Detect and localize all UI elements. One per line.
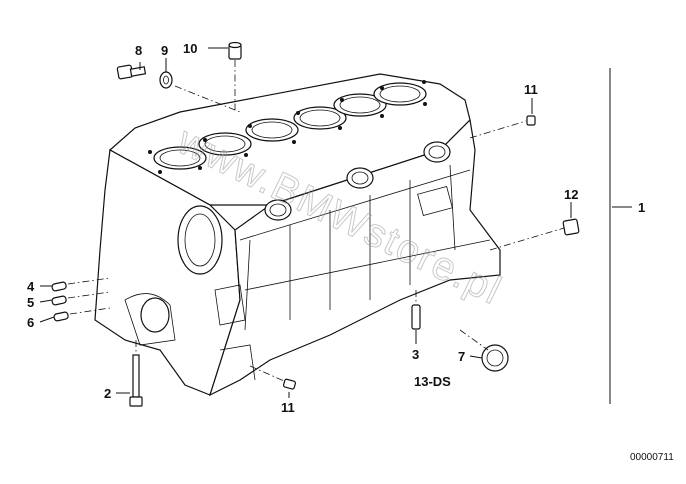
engine-block <box>94 73 501 397</box>
callout-11-lower: 11 <box>281 400 295 415</box>
drawing-code: 00000711 <box>630 452 674 463</box>
callout-12: 12 <box>564 187 578 202</box>
cylinder-bores <box>153 82 427 170</box>
pin-part-3 <box>411 304 421 330</box>
plugs-parts-4-5-6 <box>51 281 69 322</box>
dowel-pin-part-11-lower <box>282 378 296 390</box>
callout-9: 9 <box>161 43 168 58</box>
front-face-details <box>124 205 256 381</box>
sleeve-part-12 <box>562 218 580 236</box>
callout-11-upper: 11 <box>524 82 538 97</box>
callout-10: 10 <box>183 41 197 56</box>
callout-4: 4 <box>27 279 35 294</box>
bolt-part-8 <box>116 64 147 80</box>
callout-2: 2 <box>104 386 111 401</box>
leader-lines <box>39 47 632 404</box>
callout-7: 7 <box>458 349 465 364</box>
callout-3: 3 <box>412 347 419 362</box>
dowel-sleeve-part-10 <box>228 41 242 60</box>
dowel-pin-part-11-upper <box>526 115 536 126</box>
callout-1: 1 <box>638 200 645 215</box>
sealing-ring-part-9 <box>159 71 173 89</box>
shaft-seal-part-7 <box>481 344 509 372</box>
deck-bolt-holes <box>148 80 427 174</box>
bolt-part-2 <box>129 354 143 407</box>
callout-6: 6 <box>27 315 34 330</box>
variant-label: 13-DS <box>414 374 451 389</box>
callout-labels: 8 9 10 11 12 1 4 5 6 2 11 3 7 13-DS <box>27 41 645 415</box>
callout-8: 8 <box>135 43 142 58</box>
callout-5: 5 <box>27 295 34 310</box>
side-ribs <box>239 141 491 331</box>
